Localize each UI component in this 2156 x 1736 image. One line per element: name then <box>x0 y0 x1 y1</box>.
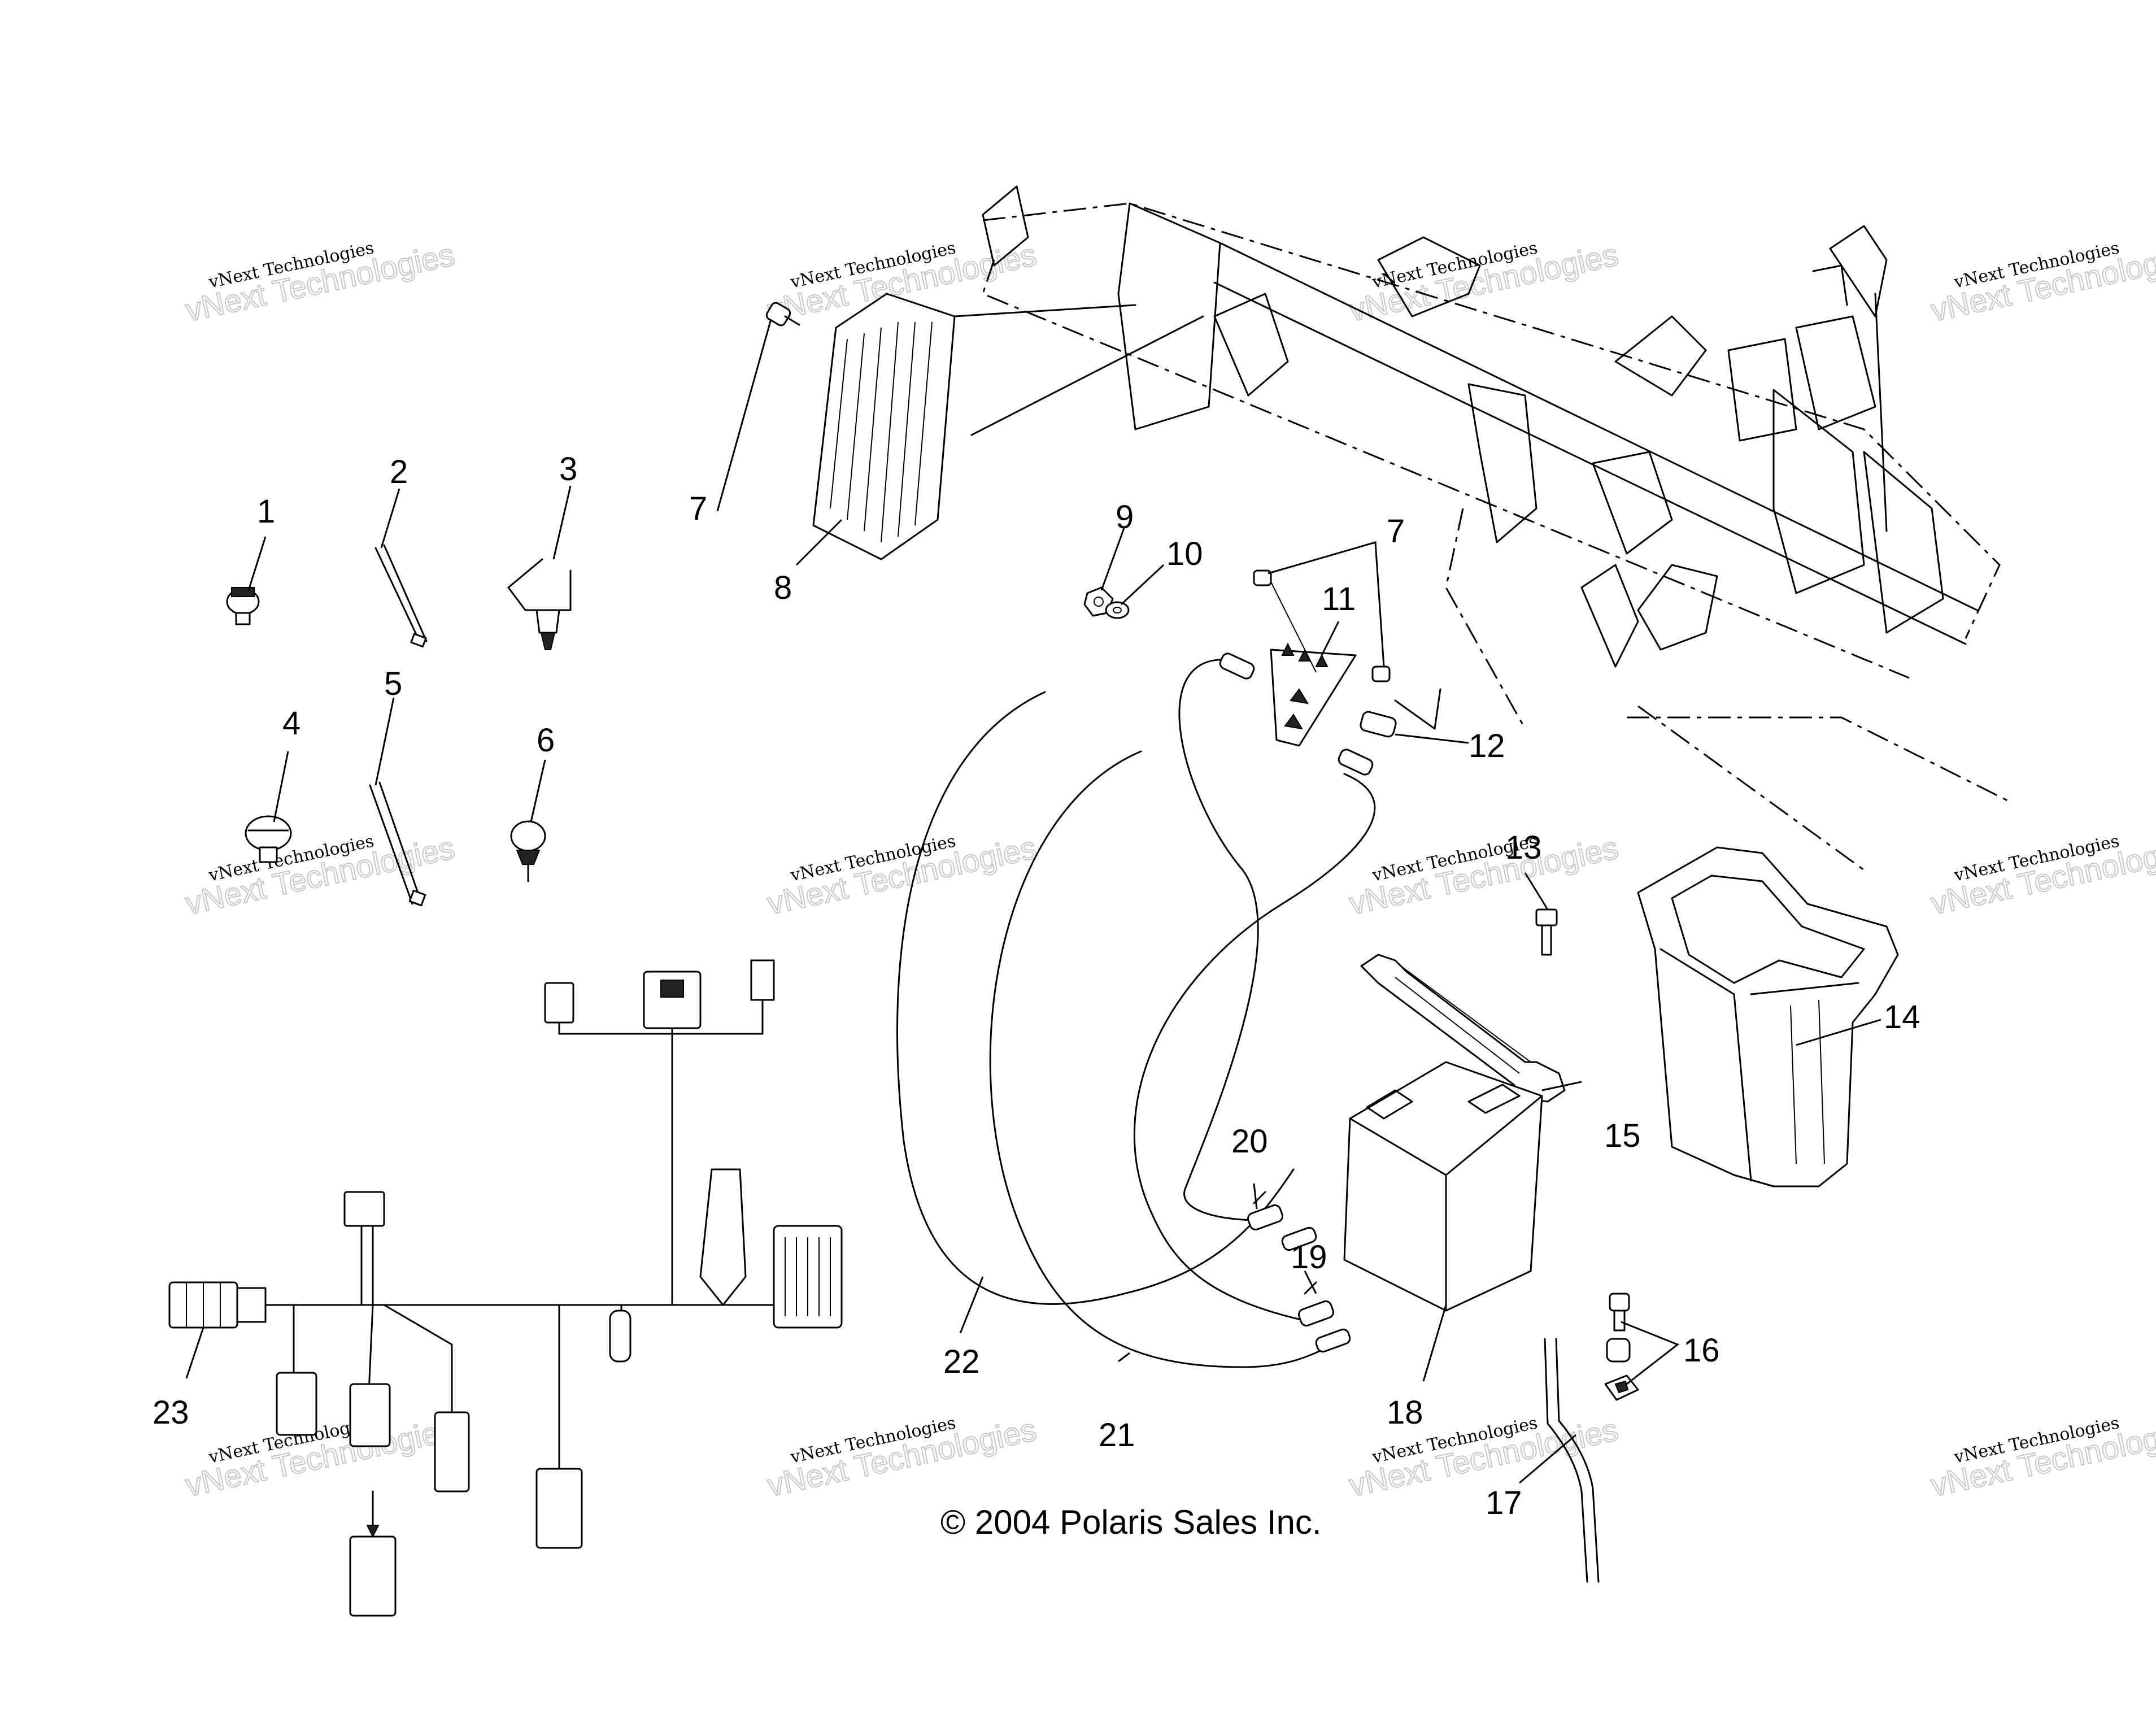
callout-17: 17 <box>1486 1485 1522 1521</box>
watermarks: vNext Technologies vNext Technologies vN… <box>182 236 2156 1503</box>
watermark: vNext Technologies vNext Technologies <box>1927 1411 2156 1503</box>
callout-2: 2 <box>390 454 408 490</box>
watermark: vNext Technologies vNext Technologies <box>182 829 458 921</box>
watermark: vNext Technologies vNext Technologies <box>182 1411 458 1503</box>
callout-22: 22 <box>943 1343 980 1380</box>
part-20-terminal <box>1247 1191 1284 1231</box>
callout-11: 11 <box>1322 581 1356 617</box>
watermark: vNext Technologies vNext Technologies <box>1927 236 2156 328</box>
copyright-notice: © 2004 Polaris Sales Inc. <box>940 1503 1322 1541</box>
part-18-battery <box>1343 1061 1543 1312</box>
part-16-fasteners <box>1604 1293 1639 1401</box>
part-11-terminal-block <box>1270 642 1357 747</box>
callout-8: 8 <box>774 569 792 606</box>
watermark: vNext Technologies vNext Technologies <box>1345 236 1622 328</box>
part-15-hold-down <box>1360 954 1566 1103</box>
watermark: vNext Technologies vNext Technologies <box>1927 829 2156 921</box>
cables <box>896 659 1376 1368</box>
vehicle-frame <box>982 185 2011 871</box>
part-7-screw <box>765 302 800 327</box>
callout-6: 6 <box>537 722 555 759</box>
part-4-clip <box>245 815 292 863</box>
watermark: vNext Technologies vNext Technologies <box>764 1411 1040 1503</box>
callout-7-second: 7 <box>1387 513 1405 550</box>
callout-1: 1 <box>257 493 275 530</box>
part-8-module <box>812 293 1204 560</box>
callout-10: 10 <box>1166 536 1203 572</box>
callout-7: 7 <box>689 490 707 527</box>
part-5-cable-tie <box>369 781 426 907</box>
cable-21 <box>989 750 1334 1368</box>
callout-4: 4 <box>282 705 300 742</box>
part-2-cable-tie <box>374 544 428 648</box>
watermark: vNext Technologies vNext Technologies <box>182 236 458 328</box>
callout-9: 9 <box>1116 499 1134 536</box>
part-17-vent-tube <box>1544 1338 1600 1583</box>
callout-16: 16 <box>1683 1332 1720 1369</box>
callout-19: 19 <box>1291 1239 1327 1276</box>
callout-14: 14 <box>1884 999 1920 1035</box>
part-19-terminal <box>1297 1281 1335 1327</box>
cable-20 <box>1178 659 1261 1221</box>
part-10-washer <box>1105 601 1130 619</box>
watermark: vNext Technologies vNext Technologies <box>764 829 1040 921</box>
cable-22 <box>896 691 1295 1305</box>
callout-labels: 1 2 3 4 5 6 7 7 8 9 10 11 12 13 14 15 16… <box>153 451 1920 1521</box>
callout-20: 20 <box>1231 1123 1268 1160</box>
part-3-mount-clip <box>507 558 572 650</box>
part-23-wiring-harness <box>168 959 843 1617</box>
callout-12: 12 <box>1469 728 1505 764</box>
callout-18: 18 <box>1387 1394 1423 1431</box>
callout-5: 5 <box>384 665 402 702</box>
leader-lines <box>185 319 1881 1484</box>
part-12-spacer <box>1360 688 1441 738</box>
callout-21: 21 <box>1099 1417 1135 1454</box>
part-13-bolt <box>1535 908 1558 956</box>
cable-19 <box>1134 773 1376 1323</box>
part-1-clip <box>226 587 260 625</box>
watermark: vNext Technologies vNext Technologies <box>1345 829 1622 921</box>
part-7-screws <box>1253 569 1391 682</box>
callout-3: 3 <box>559 451 577 488</box>
callout-15: 15 <box>1604 1117 1641 1154</box>
part-14-battery-box <box>1637 846 1899 1187</box>
cable-end-terminals <box>1219 652 1374 1353</box>
callout-13: 13 <box>1505 829 1542 866</box>
part-6-clip <box>510 820 546 882</box>
callout-23: 23 <box>153 1394 189 1431</box>
